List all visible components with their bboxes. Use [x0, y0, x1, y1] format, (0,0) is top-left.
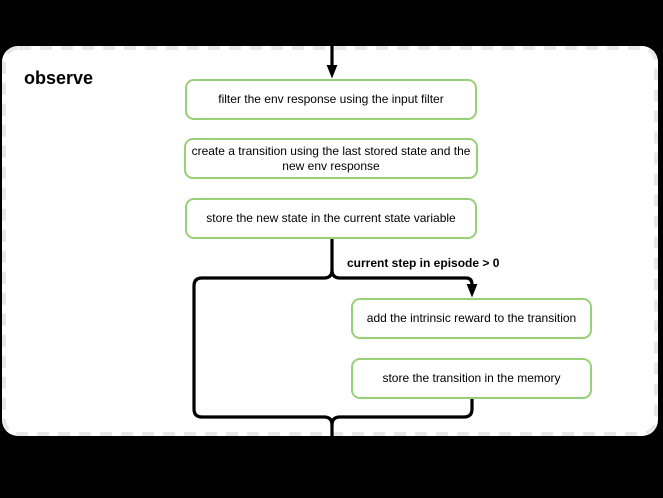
flow-node-create-transition: create a transition using the last store… — [184, 138, 478, 179]
flow-node-filter-env-response: filter the env response using the input … — [185, 79, 477, 120]
flow-node-store-new-state: store the new state in the current state… — [185, 198, 477, 239]
branch-condition-label: current step in episode > 0 — [347, 256, 500, 270]
observe-group-title: observe — [24, 68, 94, 88]
flow-node-store-transition: store the transition in the memory — [351, 358, 592, 399]
flow-node-add-intrinsic-reward: add the intrinsic reward to the transiti… — [351, 298, 592, 339]
